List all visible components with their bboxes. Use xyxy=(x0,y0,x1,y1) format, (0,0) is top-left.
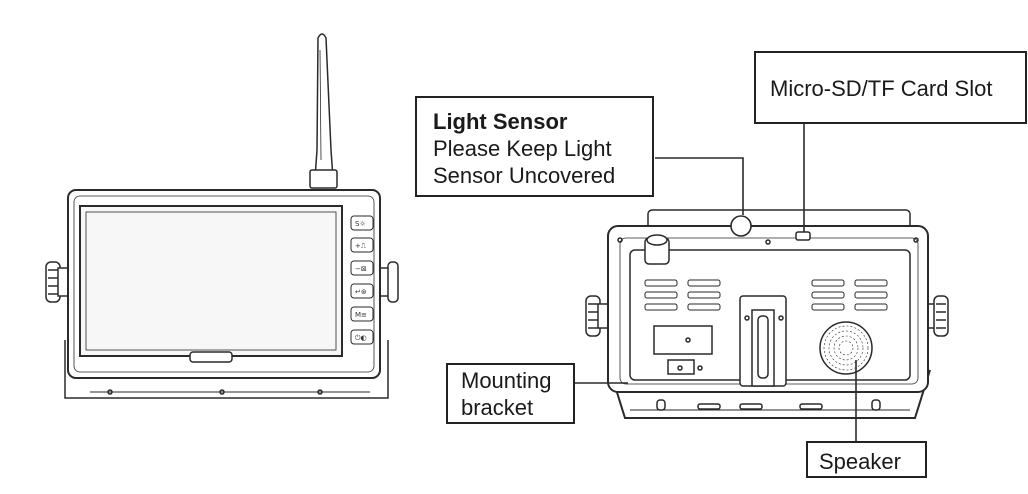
left-mount-knob xyxy=(45,261,71,303)
right-mount-knob xyxy=(379,261,399,303)
speaker-grille xyxy=(819,321,873,375)
s-brightness-icon[interactable]: S☼ xyxy=(355,220,366,228)
mounting-bracket-callout: Mounting bracket xyxy=(446,363,575,424)
mounting-bracket-line1: Mounting xyxy=(461,368,552,393)
plus-icon[interactable]: +⎍ xyxy=(355,242,366,250)
cable-gland xyxy=(644,234,670,265)
label-plate xyxy=(653,325,713,355)
rear-monitor xyxy=(585,209,949,419)
light-sensor xyxy=(730,215,752,237)
enter-icon[interactable]: ↵⊛ xyxy=(355,288,367,296)
power-icon[interactable]: ⏻◐ xyxy=(355,334,367,342)
antenna xyxy=(309,33,338,189)
sd-slot-callout: Micro-SD/TF Card Slot xyxy=(754,51,1027,124)
light-sensor-line2: Sensor Uncovered xyxy=(433,163,616,188)
mounting-bracket-line2: bracket xyxy=(461,395,534,420)
sd-slot-label: Micro-SD/TF Card Slot xyxy=(770,76,993,101)
left-vents xyxy=(644,279,721,311)
display-screen xyxy=(79,205,343,357)
front-button-labels: S☼ +⎍ −⊠ ↵⊛ M≡ ⏻◐ xyxy=(355,220,367,342)
light-sensor-callout: Light Sensor Please Keep Light Sensor Un… xyxy=(415,96,654,197)
menu-icon[interactable]: M≡ xyxy=(355,311,367,319)
minus-icon[interactable]: −⊠ xyxy=(355,265,367,273)
speaker-label: Speaker xyxy=(819,449,901,474)
mounting-plate xyxy=(739,295,787,387)
speaker-callout: Speaker xyxy=(806,441,927,478)
sd-card-slot xyxy=(795,231,811,241)
front-monitor xyxy=(45,33,399,399)
leader-lines xyxy=(575,124,857,441)
front-buttons xyxy=(350,215,374,345)
light-sensor-title: Light Sensor xyxy=(433,109,568,134)
right-vents xyxy=(811,279,888,311)
light-sensor-line1: Please Keep Light xyxy=(433,136,612,161)
